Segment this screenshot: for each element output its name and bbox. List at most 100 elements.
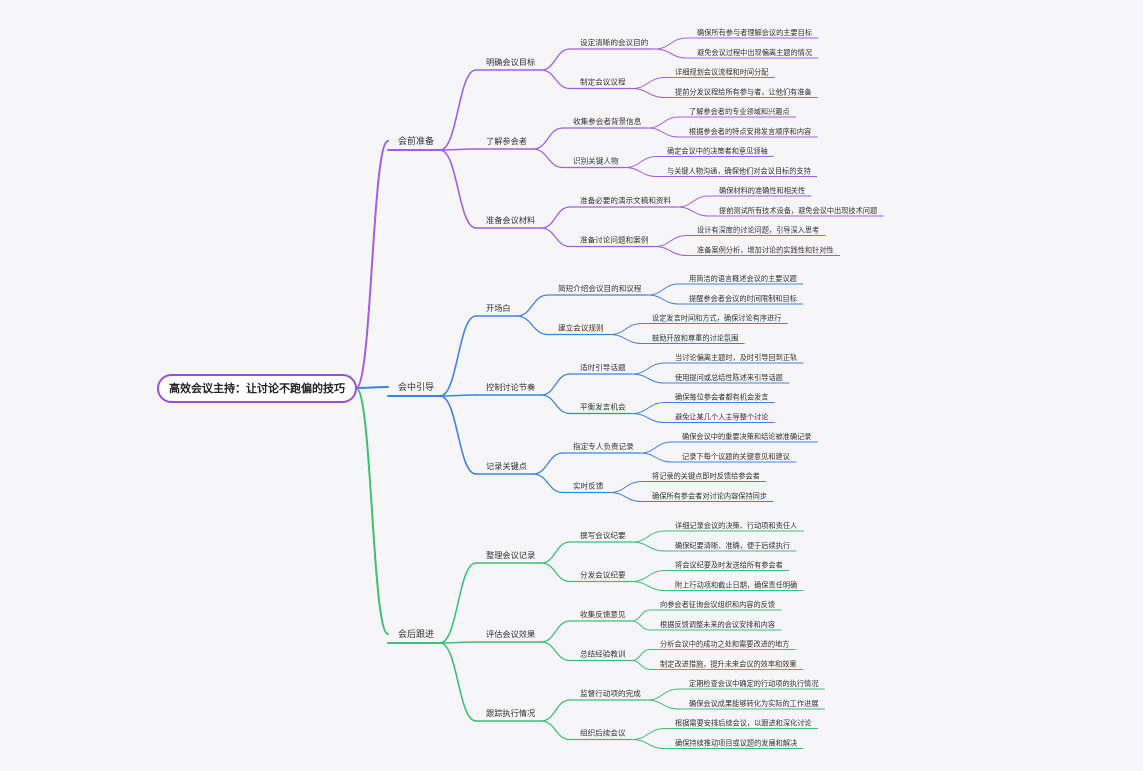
level3-node[interactable]: 指定专人负责记录	[573, 441, 634, 451]
level4-node[interactable]: 准备案例分析，增加讨论的实践性和针对性	[697, 246, 834, 255]
branch-link	[653, 246, 688, 256]
branch-link	[631, 739, 666, 749]
branch-link	[631, 530, 666, 543]
level2-node[interactable]: 开场白	[486, 303, 511, 313]
level4-node[interactable]: 根据反馈调整未来的会议安排和内容	[660, 620, 775, 629]
branch-link	[631, 649, 651, 661]
level4-node[interactable]: 与关键人物沟通，确保他们对会议目标的支持	[667, 167, 811, 176]
branch-link	[540, 641, 571, 662]
level3-node[interactable]: 收集参会者背景信息	[573, 116, 642, 126]
level2-node[interactable]: 跟踪执行情况	[486, 708, 535, 718]
level2-node[interactable]: 了解参会者	[486, 136, 527, 146]
branch-link	[609, 323, 643, 335]
level3-node[interactable]: 准备必要的演示文稿和资料	[580, 195, 672, 205]
root-node[interactable]: 高效会议主持：让讨论不跑偏的技巧	[157, 374, 357, 403]
level4-node[interactable]: 确保所有参会者对讨论内容保持同步	[652, 492, 767, 501]
level4-node[interactable]: 确保材料的准确性和相关性	[719, 186, 805, 195]
level3-node[interactable]: 总结经验教训	[580, 649, 626, 659]
level4-node[interactable]: 确保每位参会者都有机会发言	[675, 393, 768, 402]
level3-node[interactable]: 设定清晰的会议目的	[580, 37, 649, 47]
level2-node[interactable]: 整理会议记录	[486, 550, 535, 560]
level2-node[interactable]: 准备会议材料	[486, 215, 535, 225]
level4-node[interactable]: 设计有深度的讨论问题，引导深入思考	[697, 226, 819, 235]
level4-node[interactable]: 用简洁的语言概述会议的主要议题	[689, 274, 797, 283]
level4-node[interactable]: 向参会者征询会议组织和内容的反馈	[660, 600, 775, 609]
level4-node[interactable]: 提前测试所有技术设备，避免会议中出现技术问题	[719, 206, 877, 215]
branch-link	[624, 167, 658, 177]
level4-node[interactable]: 避免会议过程中出现偏离主题的情况	[697, 48, 812, 57]
level4-node[interactable]: 详细记录会议的决策、行动项和责任人	[675, 521, 797, 530]
level4-node[interactable]: 确保会议成果能够转化为实际的工作进展	[689, 699, 818, 708]
level4-node[interactable]: 了解参会者的专业领域和兴趣点	[689, 107, 790, 116]
level4-node[interactable]: 记录下每个议题的关键意见和建议	[682, 452, 790, 461]
branch-link	[646, 116, 680, 129]
branch-link	[439, 395, 477, 475]
level1-node[interactable]: 会后跟进	[398, 628, 434, 640]
branch-link	[646, 688, 680, 701]
level4-node[interactable]: 根据参会者的特点安排发言顺序和内容	[689, 127, 811, 136]
branch-link	[631, 77, 666, 89]
mindmap-nodes: 高效会议主持：让讨论不跑偏的技巧会前准备明确会议目标设定清晰的会议目的确保所有参…	[157, 28, 877, 748]
level2-node[interactable]: 记录关键点	[486, 461, 527, 471]
level4-node[interactable]: 详细规划会议流程和时间分配	[675, 68, 768, 77]
branch-link	[540, 394, 571, 415]
level3-node[interactable]: 识别关键人物	[573, 156, 619, 166]
level4-node[interactable]: 将记录的关键点即时反馈给参会者	[652, 472, 760, 481]
level3-node[interactable]: 建立会议规则	[558, 323, 604, 333]
branch-link	[540, 206, 571, 229]
branch-link	[540, 620, 571, 643]
level4-node[interactable]: 提前分发议程给所有参与者，让他们有准备	[675, 88, 812, 97]
level3-node[interactable]: 实时反馈	[573, 481, 604, 491]
level4-node[interactable]: 分析会议中的成功之处和需要改进的地方	[660, 640, 789, 649]
level4-node[interactable]: 根据需要安排后续会议，以跟进和深化讨论	[675, 719, 812, 728]
branch-link	[646, 127, 680, 138]
branch-link	[532, 452, 564, 475]
level3-node[interactable]: 准备讨论问题和案例	[580, 235, 649, 245]
level3-node[interactable]: 适时引导话题	[580, 362, 626, 372]
level4-node[interactable]: 当讨论偏离主题时，及时引导回到正轨	[675, 353, 797, 362]
level4-node[interactable]: 避免让某几个人主导整个讨论	[675, 413, 769, 422]
level2-node[interactable]: 评估会议效果	[486, 629, 535, 639]
level1-node[interactable]: 会中引导	[398, 381, 434, 393]
branch-link	[540, 227, 571, 248]
level3-node[interactable]: 撰写会议纪要	[580, 530, 626, 540]
level4-node[interactable]: 定期检查会议中确定的行动项的执行情况	[689, 679, 818, 688]
level4-node[interactable]: 确保持续推动项目或议题的发展和解决	[675, 739, 797, 748]
branch-link	[631, 620, 651, 631]
level3-node[interactable]: 监督行动项的完成	[580, 688, 641, 698]
branch-link	[609, 334, 643, 344]
branch-link	[540, 562, 571, 583]
level4-node[interactable]: 将会议纪要及时发送给所有参会者	[675, 561, 783, 570]
branch-link	[439, 69, 477, 151]
level3-node[interactable]: 组织后续会议	[580, 728, 626, 738]
branch-link	[639, 452, 673, 463]
level3-node[interactable]: 制定会议议程	[580, 77, 626, 87]
level1-node[interactable]: 会前准备	[398, 135, 434, 147]
level4-node[interactable]: 使用提问或总结性陈述来引导话题	[675, 373, 783, 382]
root-node-box	[157, 374, 357, 403]
branch-link	[532, 127, 564, 150]
level4-node[interactable]: 设定发言时间和方式，确保讨论有序进行	[652, 314, 781, 323]
level3-node[interactable]: 平衡发言机会	[580, 402, 626, 412]
level4-node[interactable]: 提醒参会者会议的时间限制和目标	[689, 294, 797, 303]
branch-link	[653, 37, 688, 50]
level4-node[interactable]: 确保会议中的重要决策和结论被准确记录	[682, 432, 811, 441]
branch-link	[608, 481, 643, 493]
level4-node[interactable]: 确保所有参与者理解会议的主要目标	[697, 28, 812, 37]
level4-node[interactable]: 附上行动项和截止日期，确保责任明确	[675, 581, 797, 590]
branch-link	[515, 294, 549, 317]
level4-node[interactable]: 制定改进措施，提升未来会议的效率和效果	[660, 660, 797, 669]
level2-node[interactable]: 控制讨论节奏	[486, 382, 535, 392]
level3-node[interactable]: 收集反馈意见	[580, 609, 626, 619]
branch-link	[608, 492, 643, 502]
level2-node[interactable]: 明确会议目标	[486, 57, 535, 67]
branch-link	[647, 283, 680, 296]
level4-node[interactable]: 确保纪要清晰、准确，便于后续执行	[675, 541, 790, 550]
branch-link	[624, 156, 658, 168]
level3-node[interactable]: 简短介绍会议目的和议程	[558, 283, 642, 293]
level3-node[interactable]: 分发会议纪要	[580, 570, 626, 580]
level4-node[interactable]: 确定会议中的决策者和意见领袖	[667, 147, 768, 156]
level4-node[interactable]: 鼓励开放和尊重的讨论氛围	[652, 334, 738, 343]
branch-link	[631, 609, 651, 622]
